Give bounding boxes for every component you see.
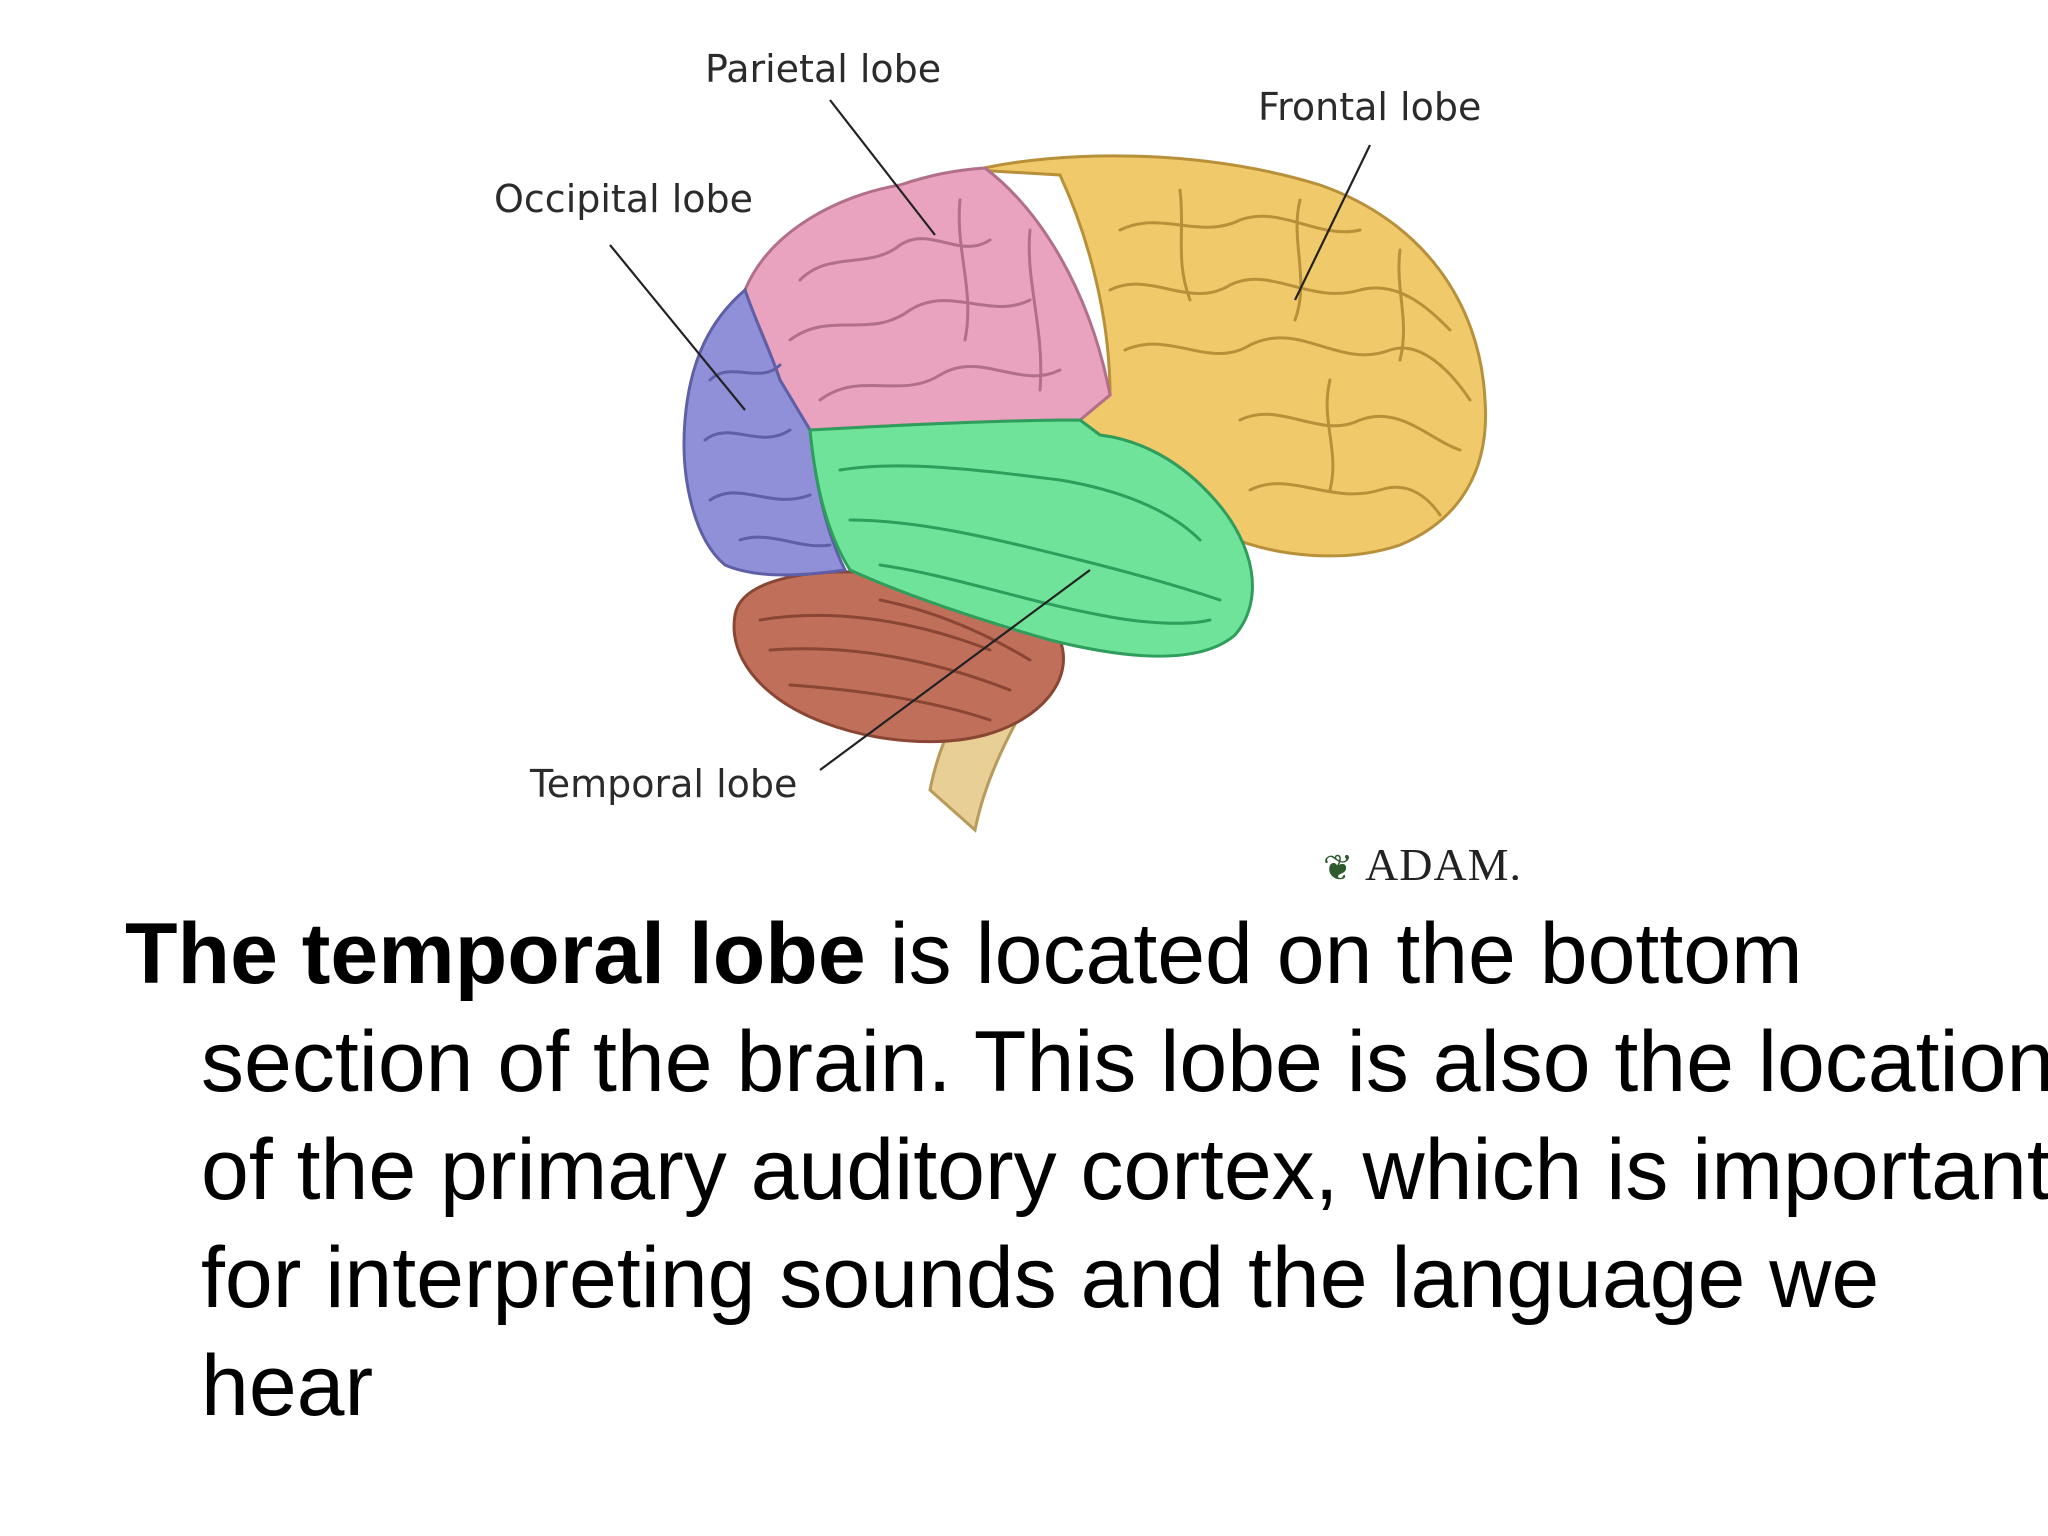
caption-body: is located on the bottom section of the … (201, 906, 2048, 1434)
label-temporal-lobe: Temporal lobe (529, 762, 797, 806)
adam-wordmark: ADAM. (1365, 839, 1522, 880)
label-frontal-lobe: Frontal lobe (1258, 85, 1481, 129)
temporal-lobe (808, 418, 1254, 658)
label-parietal-lobe: Parietal lobe (705, 47, 941, 91)
frontal-leader-line (1294, 144, 1371, 301)
label-occipital-lobe: Occipital lobe (494, 177, 753, 221)
adam-logo: ❦ ADAM. (1323, 839, 1522, 880)
occipital-leader-line (609, 244, 746, 411)
parietal-lobe (743, 166, 1112, 432)
parietal-leader-line (829, 99, 936, 236)
temporal-leader-line (819, 569, 1091, 771)
caption-text: The temporal lobe is located on the bott… (125, 900, 2048, 1440)
caption-bold-term: The temporal lobe (125, 906, 866, 1002)
adam-leaf-icon: ❦ (1323, 848, 1353, 880)
brain-diagram: Parietal lobe Frontal lobe Occipital lob… (494, 47, 1522, 880)
occipital-lobe (682, 287, 848, 577)
